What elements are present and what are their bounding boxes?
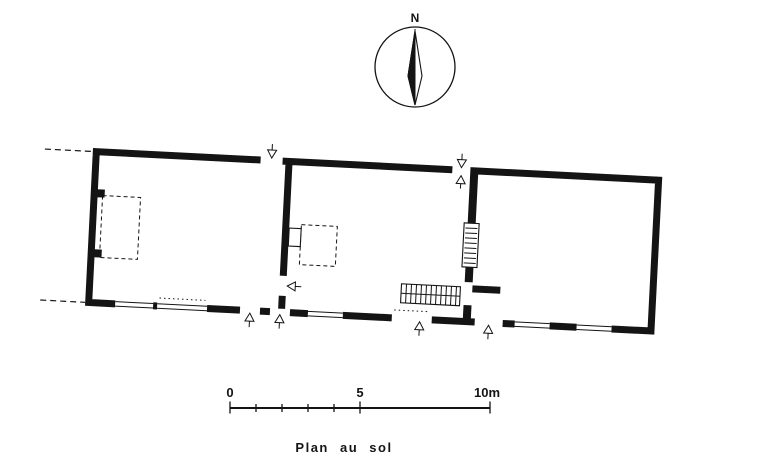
- extension-line-bottom: [40, 299, 86, 303]
- threshold-dotted-lines: [159, 297, 431, 313]
- stair: [399, 283, 462, 307]
- dashed-feature-room1: [98, 195, 142, 260]
- wall-poche: [85, 148, 663, 335]
- chimney-breast: [287, 227, 302, 248]
- north-needle-dark-half: [407, 30, 416, 106]
- scale-bar-ticks: [229, 401, 491, 414]
- building-plan: [40, 144, 663, 340]
- scale-label-mid: 5: [356, 385, 363, 400]
- stair-risers: [401, 284, 460, 306]
- dashed-feature-room2: [298, 224, 338, 267]
- entrance-arrows: [244, 144, 494, 340]
- north-label: N: [411, 11, 420, 25]
- extension-lines: [40, 148, 93, 303]
- scale-label-end: 10m: [474, 385, 500, 400]
- window-sill-lines: [115, 301, 612, 332]
- north-circle: [374, 26, 456, 108]
- ladder-niche: [461, 222, 480, 269]
- niche-rungs: [463, 227, 478, 265]
- drawing-caption: Plan au sol: [295, 440, 392, 455]
- north-arrow: N: [374, 11, 456, 108]
- extension-line-top: [44, 148, 93, 153]
- niche-outline: [461, 222, 480, 269]
- scale-label-zero: 0: [226, 385, 233, 400]
- dashed-features: [98, 195, 338, 267]
- scale-bar: 0 5 10m: [226, 385, 500, 414]
